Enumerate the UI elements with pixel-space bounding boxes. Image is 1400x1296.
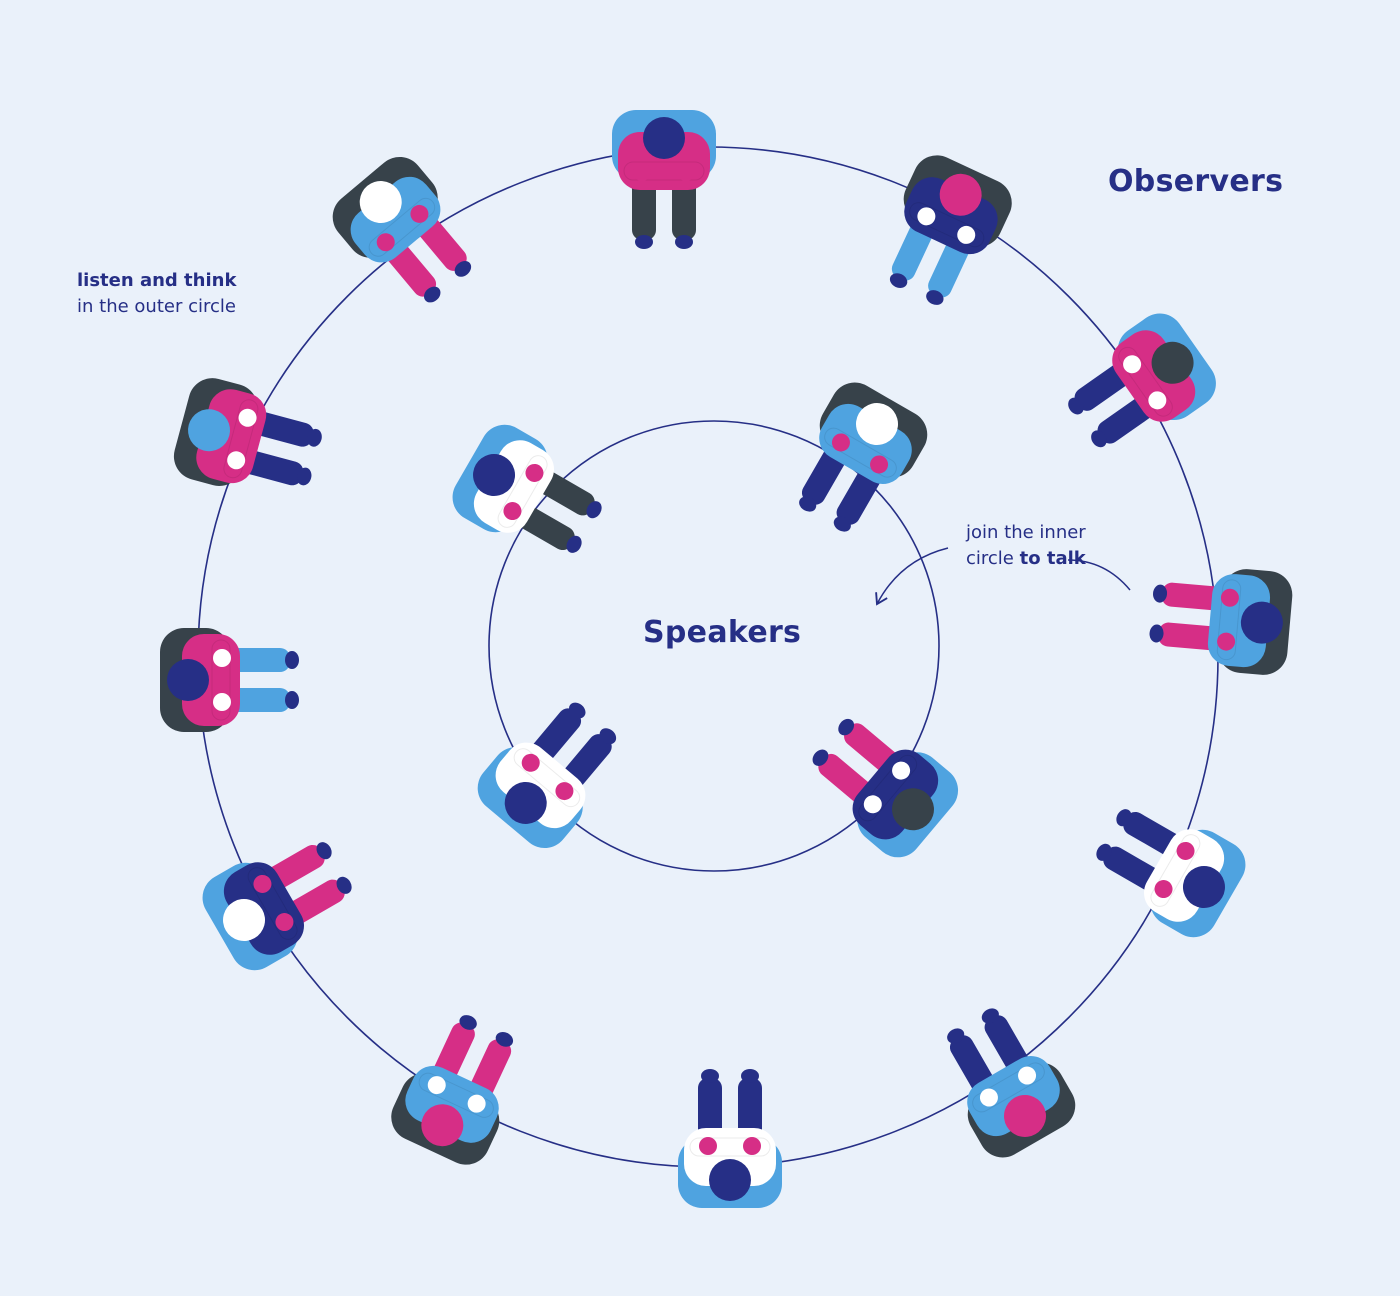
shoe-icon bbox=[741, 1069, 759, 1083]
observer-person-10 bbox=[160, 628, 299, 732]
shoe-icon bbox=[675, 235, 693, 249]
observer-person-8 bbox=[383, 1003, 536, 1173]
speaker-person-4 bbox=[795, 698, 968, 867]
hand-icon bbox=[743, 1137, 761, 1155]
torso-icon bbox=[487, 734, 595, 838]
head-icon bbox=[167, 659, 209, 701]
shoe-icon bbox=[635, 235, 653, 249]
torso-icon bbox=[342, 168, 450, 272]
speaker-person-2 bbox=[776, 374, 936, 546]
observer-person-9 bbox=[194, 819, 366, 979]
inner-note-bold: to talk bbox=[1020, 548, 1086, 569]
observer-person-11 bbox=[169, 373, 330, 509]
speaker-person-1 bbox=[444, 416, 616, 576]
observer-person-3 bbox=[1052, 304, 1226, 469]
outer-circle-note: listen and think in the outer circle bbox=[77, 268, 236, 320]
shoe-icon bbox=[285, 691, 299, 709]
outer-note-bold: listen and think bbox=[77, 270, 236, 291]
inner-note-line1: join the inner bbox=[966, 522, 1086, 543]
speaker-person-3 bbox=[468, 685, 637, 858]
inner-circle-note: join the inner circle to talk bbox=[966, 520, 1086, 572]
observer-person-5 bbox=[1082, 786, 1254, 946]
observer-person-4 bbox=[1147, 561, 1295, 677]
hand-icon bbox=[213, 693, 231, 711]
arrow-icon bbox=[877, 548, 948, 604]
outer-note-rest: in the outer circle bbox=[77, 296, 236, 317]
outer-circle bbox=[198, 147, 1218, 1167]
inner-note-line2: circle bbox=[966, 548, 1020, 569]
shoe-icon bbox=[701, 1069, 719, 1083]
speakers-title: Speakers bbox=[643, 615, 801, 650]
observer-person-7 bbox=[678, 1069, 782, 1208]
shoe-icon bbox=[285, 651, 299, 669]
hand-icon bbox=[213, 649, 231, 667]
observer-person-6 bbox=[924, 994, 1084, 1166]
hand-icon bbox=[699, 1137, 717, 1155]
head-icon bbox=[643, 117, 685, 159]
hand-icon bbox=[677, 163, 695, 181]
observer-person-1 bbox=[612, 110, 716, 249]
observer-person-2 bbox=[867, 147, 1020, 317]
people-layer bbox=[160, 110, 1294, 1208]
hand-icon bbox=[633, 163, 651, 181]
torso-icon bbox=[844, 741, 948, 849]
observers-title: Observers bbox=[1108, 164, 1283, 199]
head-icon bbox=[709, 1159, 751, 1201]
